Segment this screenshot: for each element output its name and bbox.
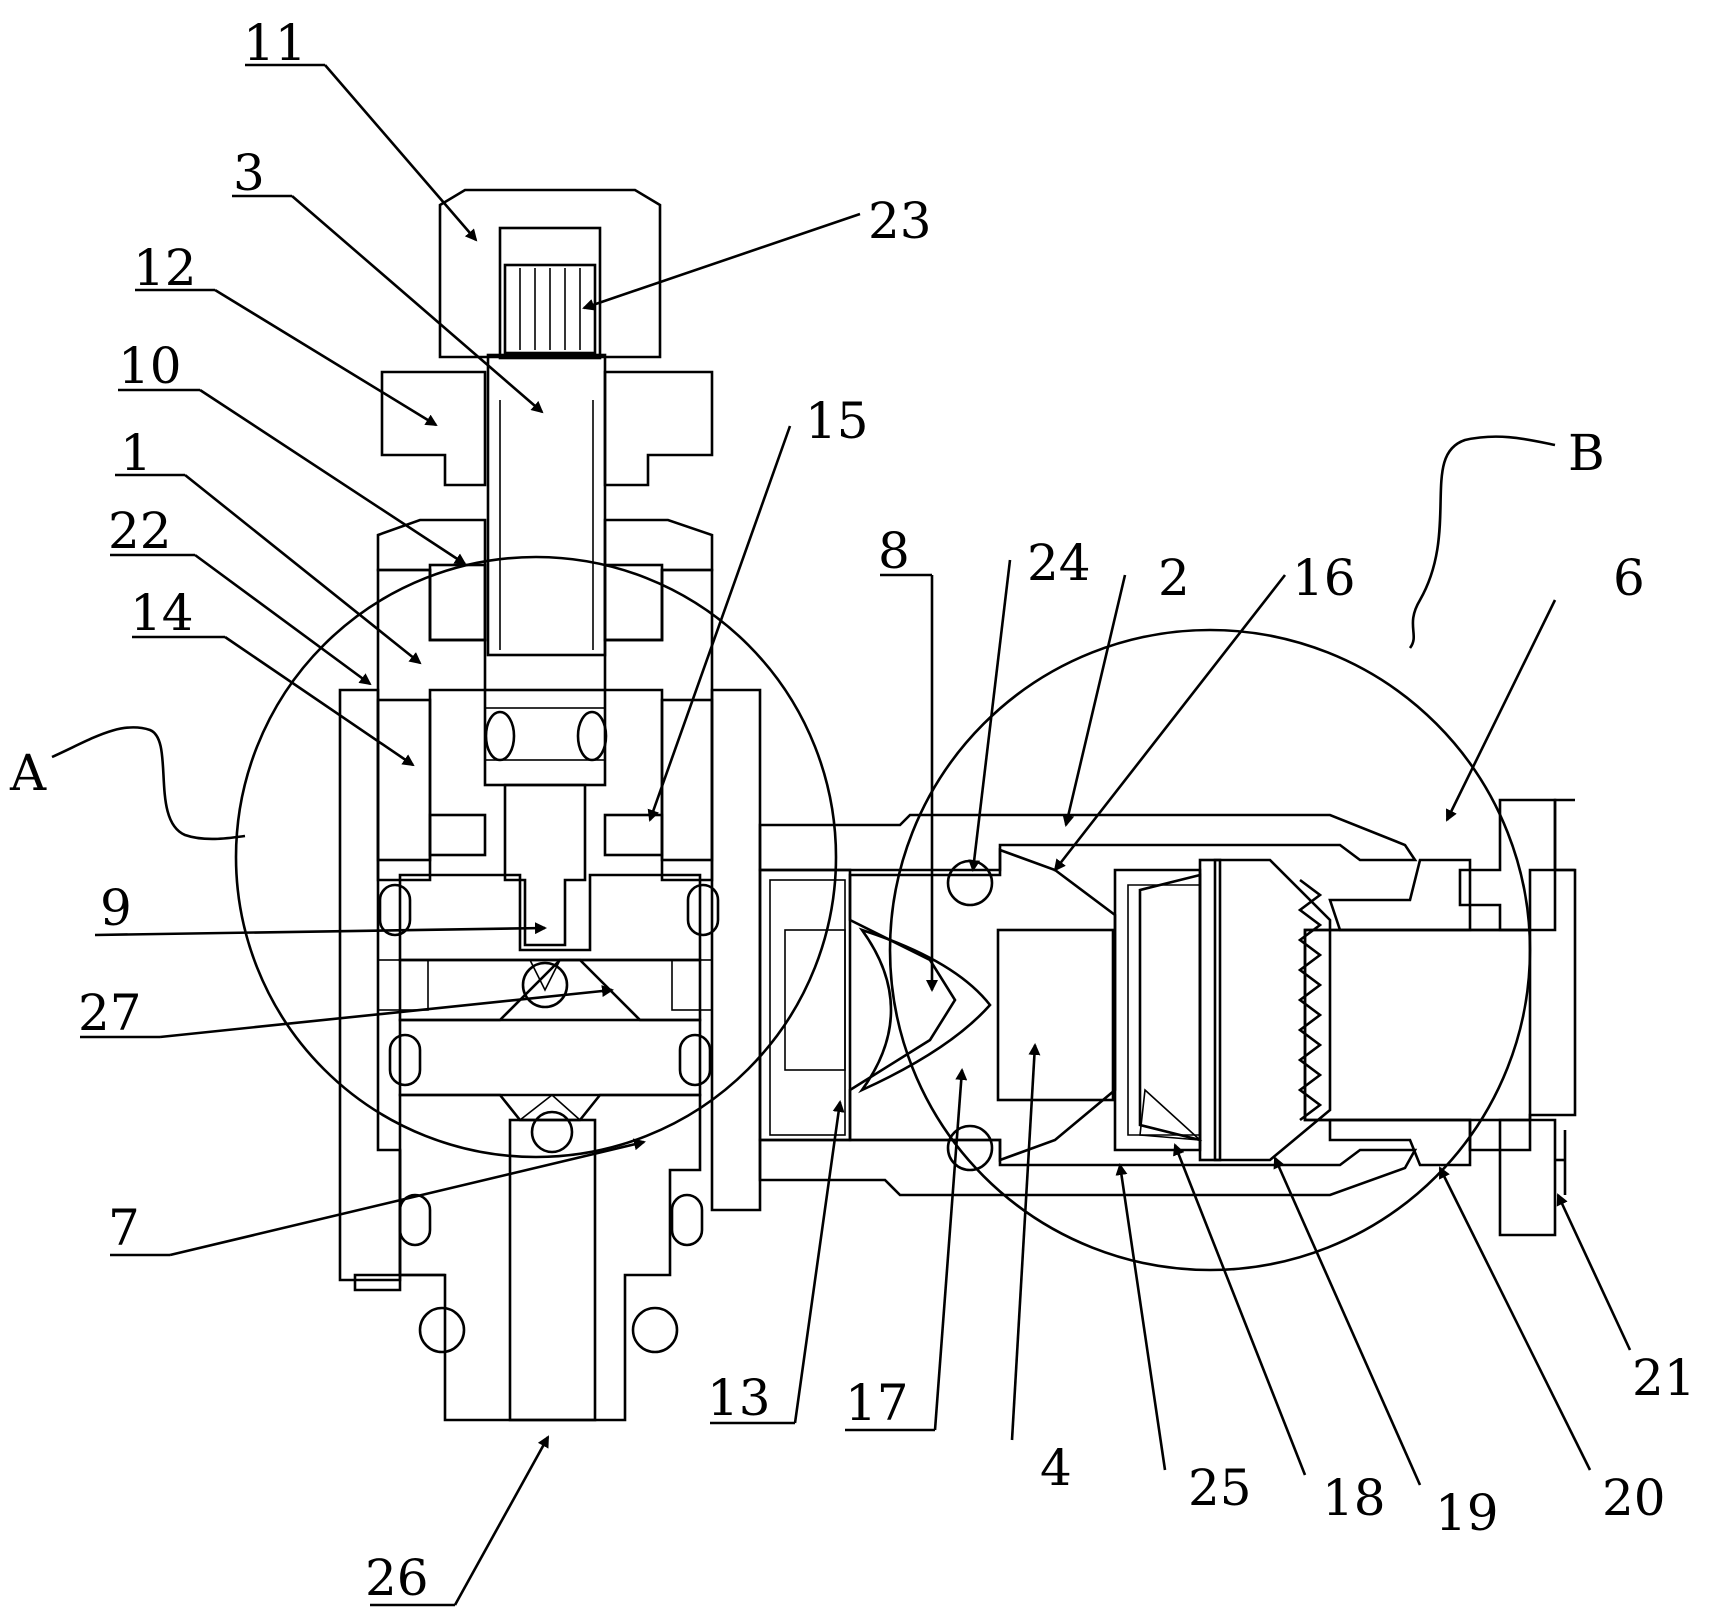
detail-circle-b bbox=[888, 628, 1532, 1272]
lower-spigot-part-26 bbox=[353, 1093, 702, 1422]
label-27: 27 bbox=[78, 984, 142, 1042]
leader-b bbox=[1408, 435, 1556, 649]
label-24: 24 bbox=[1027, 534, 1091, 592]
valve-core-part-16 bbox=[848, 848, 1117, 1162]
label-12: 12 bbox=[133, 239, 197, 297]
label-16: 16 bbox=[1292, 549, 1356, 607]
label-26: 26 bbox=[365, 1549, 429, 1607]
label-13: 13 bbox=[707, 1369, 771, 1427]
label-21: 21 bbox=[1632, 1349, 1696, 1407]
label-20: 20 bbox=[1602, 1469, 1666, 1527]
label-8: 8 bbox=[878, 522, 910, 580]
retainer-part-25 bbox=[1113, 868, 1202, 1152]
cone-part-18 bbox=[1138, 873, 1203, 1142]
o-rings-right bbox=[946, 859, 994, 1172]
nut-part-12 bbox=[380, 370, 714, 487]
label-1: 1 bbox=[120, 424, 152, 482]
stem-part-3 bbox=[486, 353, 607, 657]
label-14: 14 bbox=[130, 584, 194, 642]
cross-passage-27 bbox=[377, 958, 713, 1022]
label-10: 10 bbox=[118, 337, 182, 395]
leader-a bbox=[51, 726, 246, 841]
seal-part-8 bbox=[858, 927, 992, 1094]
filter-part-14 bbox=[376, 698, 714, 862]
label-25: 25 bbox=[1188, 1459, 1252, 1517]
detail-circle-a bbox=[234, 555, 838, 1159]
leader-lines bbox=[80, 63, 1632, 1607]
label-6: 6 bbox=[1613, 549, 1645, 607]
label-b: B bbox=[1568, 424, 1605, 482]
spline-part-23 bbox=[503, 263, 597, 355]
sleeve-part-22 bbox=[338, 688, 762, 1282]
collet-teeth bbox=[1297, 878, 1323, 1122]
knob-part-11 bbox=[438, 188, 662, 360]
label-2: 2 bbox=[1158, 549, 1190, 607]
label-3: 3 bbox=[233, 144, 265, 202]
label-a: A bbox=[9, 744, 47, 802]
pipe-part-6 bbox=[1303, 798, 1577, 1237]
o-rings-left bbox=[378, 883, 720, 1354]
part-labels: 11 3 23 12 10 15 B 1 22 14 8 24 2 16 6 A… bbox=[9, 14, 1696, 1607]
label-9: 9 bbox=[100, 879, 132, 937]
stem-lower-part-9 bbox=[428, 688, 664, 947]
label-7: 7 bbox=[108, 1199, 140, 1257]
label-18: 18 bbox=[1322, 1469, 1386, 1527]
label-19: 19 bbox=[1435, 1484, 1499, 1542]
label-11: 11 bbox=[243, 14, 307, 72]
gripper-part-19 bbox=[1198, 858, 1332, 1162]
label-23: 23 bbox=[868, 192, 932, 250]
label-22: 22 bbox=[108, 502, 172, 560]
label-17: 17 bbox=[845, 1374, 909, 1432]
label-15: 15 bbox=[805, 392, 869, 450]
horizontal-tube-part-2 bbox=[758, 813, 1418, 1197]
label-4: 4 bbox=[1040, 1439, 1072, 1497]
